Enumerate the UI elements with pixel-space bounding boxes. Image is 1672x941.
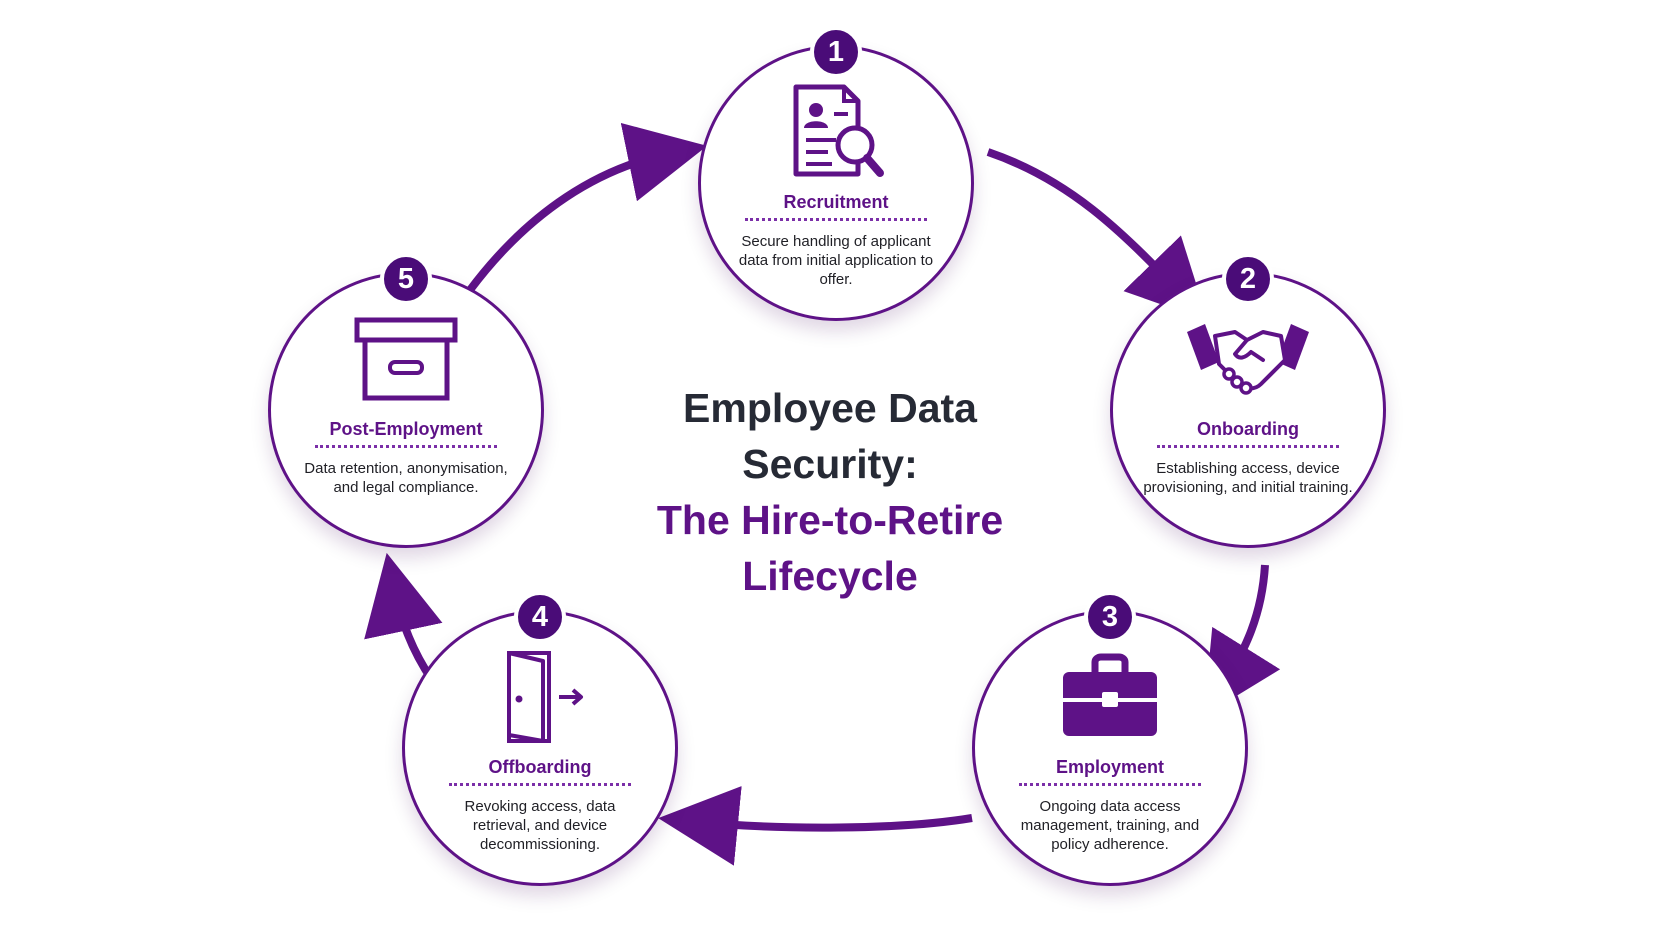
stage-description: Establishing access, device provisioning…: [1143, 460, 1353, 496]
briefcase-icon: [1045, 647, 1175, 747]
stage-title: Recruitment: [783, 192, 889, 212]
stage-number-badge: 5: [380, 253, 432, 305]
arrow-recruitment-to-onboarding: [986, 148, 1208, 321]
arrow-employment-to-offboarding: [658, 786, 973, 866]
stage-title: Employment: [1055, 757, 1165, 777]
stage-offboarding: 4 Offboarding Revoking access, data retr…: [402, 591, 678, 886]
resume-search-icon: [771, 82, 901, 182]
headline-line-3: The Hire-to-Retire: [656, 497, 1004, 543]
arrow-post-employment-to-recruitment: [466, 122, 708, 293]
dotted-divider: [315, 445, 497, 448]
stage-title: Post-Employment: [329, 419, 483, 439]
dotted-divider: [1157, 445, 1339, 448]
door-exit-icon: [475, 647, 605, 747]
stage-description: Ongoing data access management, training…: [1020, 798, 1200, 853]
stage-title: Offboarding: [488, 757, 592, 777]
dotted-divider: [1019, 783, 1201, 786]
dotted-divider: [449, 783, 631, 786]
stage-employment: 3 Employment Ongoing data access managem…: [972, 591, 1248, 886]
stage-number-badge: 1: [810, 26, 862, 78]
headline-line-4: Lifecycle: [742, 553, 918, 599]
arrow-onboarding-to-employment: [1203, 564, 1281, 716]
diagram-headline: Employee Data Security: The Hire-to-Reti…: [580, 380, 1080, 604]
stage-description: Revoking access, data retrieval, and dev…: [464, 798, 616, 853]
arrow-offboarding-to-post-employment: [364, 552, 443, 683]
handshake-icon: [1183, 309, 1313, 409]
stage-number-badge: 3: [1084, 591, 1136, 643]
stage-title: Onboarding: [1197, 419, 1299, 439]
stage-post-employment: 5 Post-Employment Data retention, anonym…: [268, 253, 544, 548]
headline-line-1: Employee Data: [683, 385, 977, 431]
stage-description: Data retention, anonymisation, and legal…: [304, 460, 508, 496]
stage-recruitment: 1 Recruitment Secure handling of applica…: [698, 26, 974, 321]
stage-onboarding: 2 Onboarding Establishing access, device…: [1110, 253, 1386, 548]
stage-description: Secure handling of applicant data from i…: [738, 233, 934, 288]
dotted-divider: [745, 218, 927, 221]
stage-number-badge: 4: [514, 591, 566, 643]
headline-line-2: Security:: [742, 441, 918, 487]
stage-number-badge: 2: [1222, 253, 1274, 305]
archive-box-icon: [341, 309, 471, 409]
